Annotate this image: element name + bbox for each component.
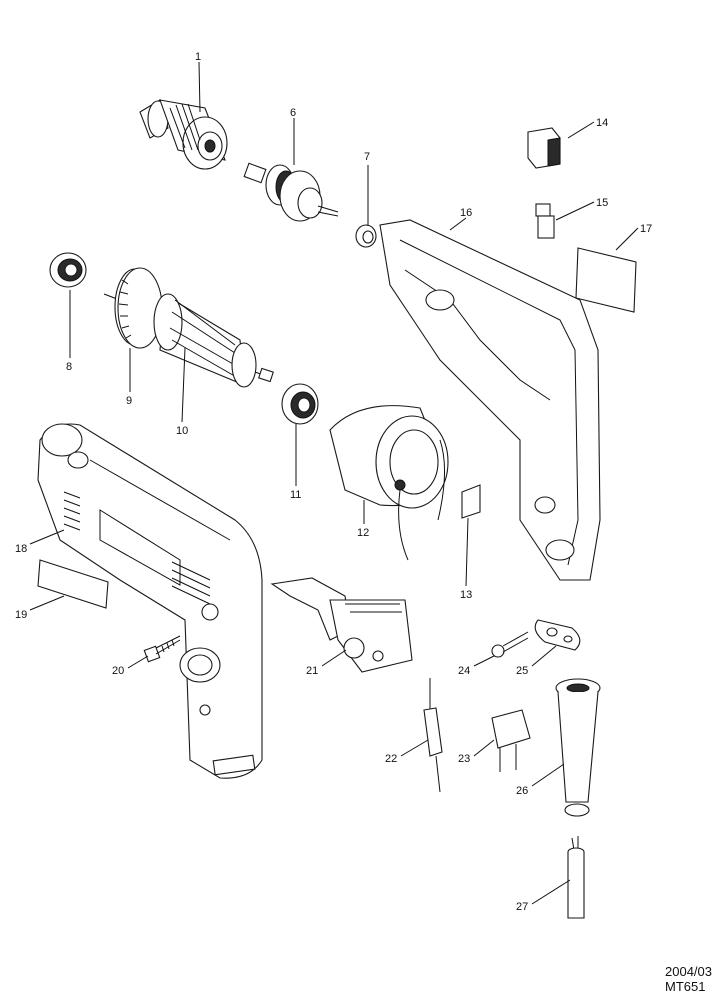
part-number-25: 25 (516, 665, 528, 677)
field-stator-icon (329, 405, 449, 561)
part-number-23: 23 (458, 753, 470, 765)
part-number-21: 21 (306, 665, 318, 677)
carbon-brush-icon (535, 203, 555, 239)
leader-lines (29, 61, 639, 905)
part-number-12: 12 (357, 527, 369, 539)
noise-filter-icon (423, 678, 443, 793)
cord-guard-icon (555, 678, 601, 817)
name-plate-icon (37, 559, 109, 609)
part-number-18: 18 (15, 543, 27, 555)
ball-bearing-icon (281, 383, 319, 425)
armature-icon (103, 267, 274, 388)
part-number-27: 27 (516, 901, 528, 913)
part-number-10: 10 (176, 425, 188, 437)
drill-chuck-icon (139, 99, 228, 170)
part-number-14: 14 (596, 117, 608, 129)
part-number-labels: 1 6 7 8 9 10 11 12 13 14 15 16 17 18 19 … (15, 51, 652, 913)
bearing-sleeve-icon (355, 224, 377, 248)
part-number-22: 22 (385, 753, 397, 765)
part-number-16: 16 (460, 207, 472, 219)
part-number-1: 1 (195, 51, 201, 63)
part-number-11: 11 (290, 489, 301, 501)
tapping-screw-icon (143, 635, 181, 663)
part-number-13: 13 (460, 589, 472, 601)
part-number-17: 17 (640, 223, 652, 235)
part-number-8: 8 (66, 361, 72, 373)
part-number-19: 19 (15, 609, 27, 621)
strain-relief-icon (534, 619, 581, 651)
capacitor-icon (491, 709, 531, 772)
label-plate-icon (575, 247, 637, 313)
part-number-20: 20 (112, 665, 124, 677)
housing-half-icon (379, 219, 601, 581)
insulation-clip-icon (461, 484, 481, 519)
tapping-screw-icon (491, 631, 529, 658)
carbon-brush-holder-icon (527, 127, 561, 169)
model-number: MT651 (665, 979, 706, 994)
cord-sleeve-icon (567, 836, 585, 919)
revision-date: 2004/03 (665, 964, 712, 979)
ball-bearing-icon (49, 252, 87, 288)
part-number-9: 9 (126, 395, 132, 407)
part-number-6: 6 (290, 107, 296, 119)
switch-icon (270, 577, 413, 673)
part-number-15: 15 (596, 197, 608, 209)
part-number-24: 24 (458, 665, 470, 677)
part-number-26: 26 (516, 785, 528, 797)
spindle-gear-icon (243, 162, 339, 222)
diagram-footer: 2004/03 MT651 (665, 964, 712, 994)
part-number-7: 7 (364, 151, 370, 163)
housing-set-icon (37, 423, 263, 779)
